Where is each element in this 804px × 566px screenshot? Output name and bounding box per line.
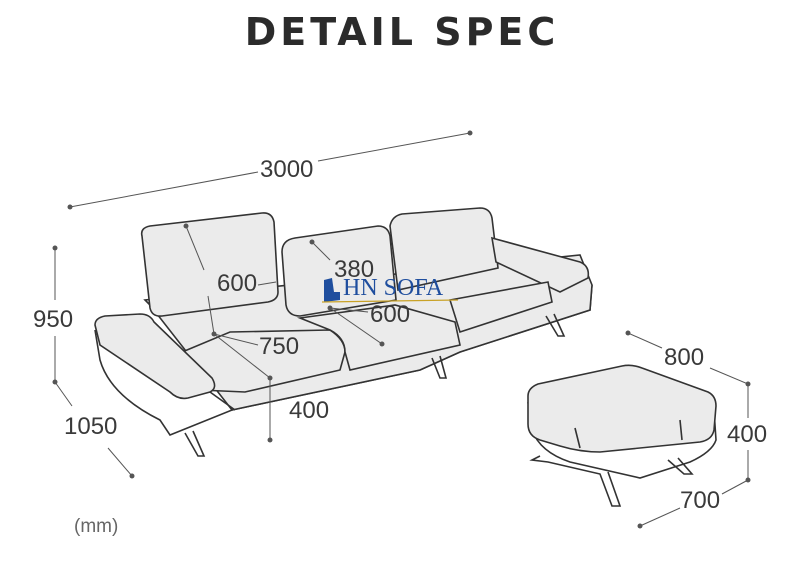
sofa-logo-icon: [324, 278, 340, 302]
ottoman-cushion: [527, 364, 717, 453]
ottoman-leg-right: [667, 457, 694, 475]
sofa-seat-width-label: 750: [259, 333, 299, 360]
sofa-illustration: [94, 207, 593, 457]
unit-label: (mm): [74, 516, 118, 537]
brand-logo: HN SOFA: [321, 275, 459, 303]
brand-logo-text: HN SOFA: [343, 275, 444, 301]
sofa-backrest-left-label: 600: [217, 270, 257, 297]
sofa-depth-label: 1050: [64, 413, 117, 440]
sofa-right-arm: [491, 236, 590, 293]
sofa-height-label: 950: [33, 306, 73, 333]
sofa-length-label: 3000: [260, 156, 313, 183]
sofa-leg-front-middle: [431, 355, 448, 379]
sofa-backrest-middle-label: 380: [334, 256, 374, 283]
ottoman-leg-left: [529, 455, 622, 507]
ottoman-dimension-lines: [625, 330, 751, 529]
sofa-leg-right: [545, 313, 566, 337]
sofa-leg-front-left: [184, 430, 206, 457]
sofa-seat-cushion-right: [448, 281, 553, 334]
page-title: DETAIL SPEC: [244, 10, 560, 54]
sofa-back-cushion-middle: [281, 225, 397, 317]
ottoman-length-label: 800: [664, 344, 704, 371]
sofa-seat-cushion-middle: [296, 304, 461, 371]
ottoman-depth-label: 700: [680, 487, 720, 514]
sofa-left-arm: [94, 313, 216, 400]
sofa-seat-depth-middle-label: 600: [370, 301, 410, 328]
ottoman-illustration: [527, 364, 717, 507]
ottoman-height-label: 400: [727, 421, 767, 448]
sofa-back-cushion-right: [389, 207, 499, 291]
sofa-back-cushion-left: [140, 212, 279, 317]
sofa-dimension-lines: [52, 130, 473, 479]
sofa-seat-height-label: 400: [289, 397, 329, 424]
